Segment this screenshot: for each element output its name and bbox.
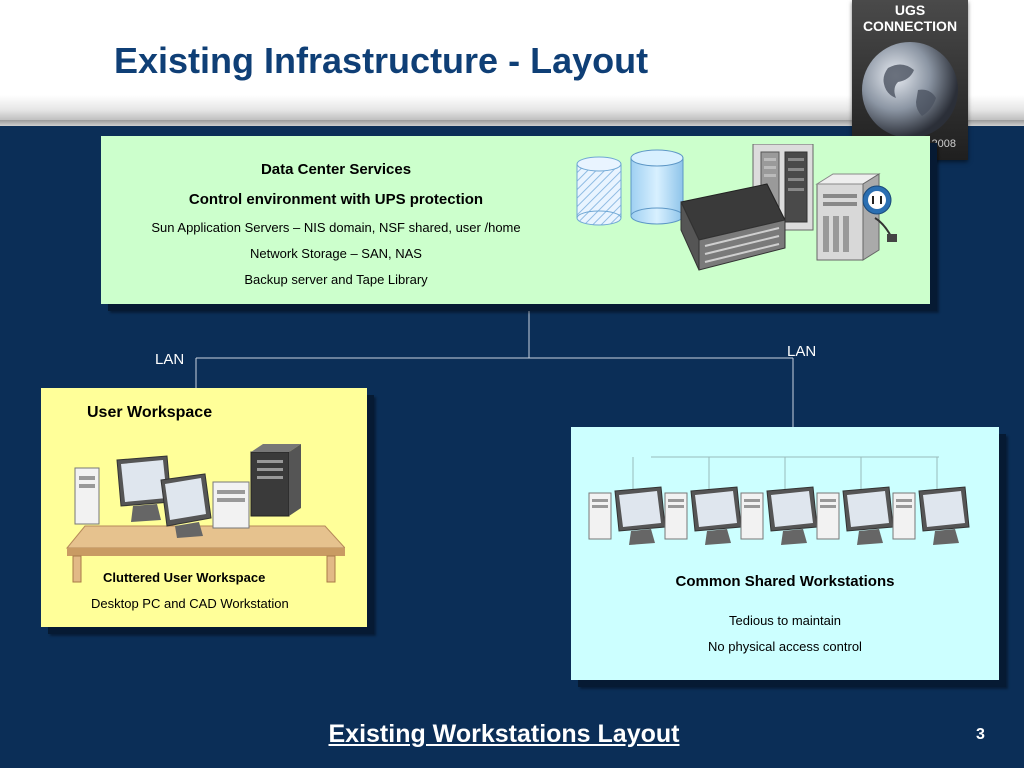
shared-workstations-panel: Common Shared Workstations Tedious to ma… [571,427,999,680]
logo-line1: UGS [894,2,926,18]
monitor-icon [116,455,172,522]
workstation-row [588,456,970,545]
shared-workstation [588,457,666,545]
page-number: 3 [976,726,985,743]
shared-workstation [664,457,742,545]
server-tower-icon [250,444,301,517]
monitor-icon [160,473,212,538]
logo-year: 2008 [931,138,956,150]
desktop-pc-icon [74,467,100,525]
tape-library-icon [680,183,786,271]
shared-workstation [892,457,970,545]
globe-icon [862,42,958,138]
shared-workstations-heading: Common Shared Workstations [675,573,895,590]
ugs-connection-logo: UGS CONNECTION 2008 [852,0,968,160]
logo-line2: CONNECTION [862,18,958,34]
slide-title: Existing Infrastructure - Layout [114,40,649,81]
user-workspace-heading: User Workspace [87,404,213,421]
header-divider [0,120,1024,126]
power-plug-icon [862,185,897,242]
data-center-line: Backup server and Tape Library [244,272,428,287]
database-icon [576,149,684,226]
data-center-line: Network Storage – SAN, NAS [250,246,422,261]
slide-caption: Existing Workstations Layout [328,720,680,748]
shared-workstation [816,457,894,545]
shared-workstations-line: Tedious to maintain [728,613,841,628]
data-center-panel: Data Center Services Control environment… [101,136,930,304]
desktop-pc-icon [212,481,250,529]
lan-label-left: LAN [155,351,185,368]
data-center-line: Sun Application Servers – NIS domain, NS… [151,220,521,235]
data-center-heading: Data Center Services [260,161,412,178]
user-workspace-caption: Cluttered User Workspace [103,570,266,585]
server-tower-icon [815,173,881,261]
shared-workstation [740,457,818,545]
user-workspace-panel: User Workspace [41,388,367,627]
shared-workstations-line: No physical access control [708,639,862,654]
lan-label-right: LAN [787,343,817,360]
data-center-subheading: Control environment with UPS protection [188,191,484,208]
user-workspace-description: Desktop PC and CAD Workstation [91,596,289,611]
